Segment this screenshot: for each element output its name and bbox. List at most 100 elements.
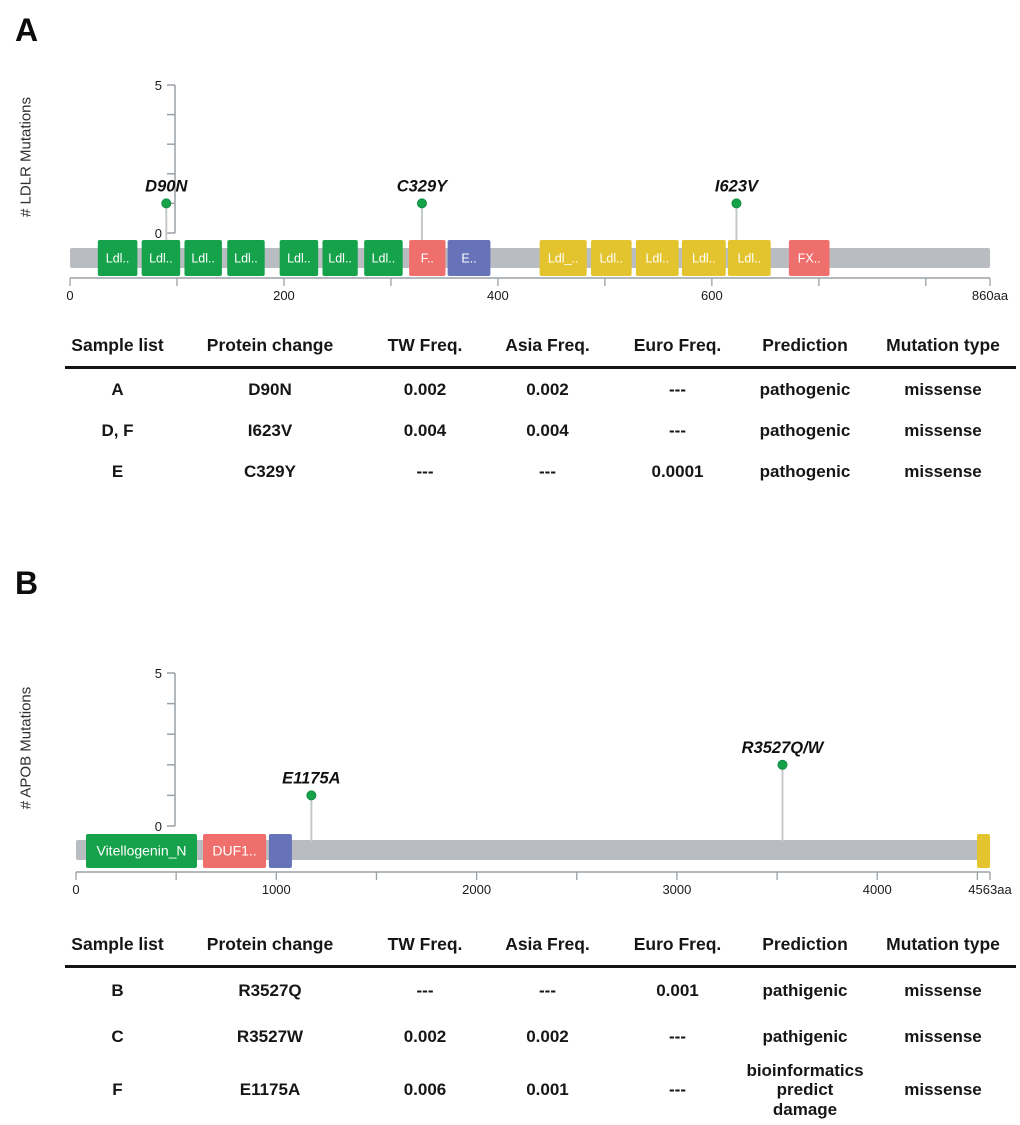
- domain-label: Ldl..: [191, 252, 215, 266]
- panel-a-letter: A: [15, 12, 39, 48]
- x-axis-tick-label: 4563aa: [968, 882, 1012, 897]
- domain-box: [141, 240, 181, 276]
- table-cell: pathigenic: [762, 981, 848, 1001]
- table-cell: R3527Q: [238, 981, 302, 1001]
- table-cell: ---: [669, 1027, 686, 1047]
- domain-box: [727, 240, 771, 276]
- domain-label: Ldl..: [692, 252, 716, 266]
- column-header: Sample list: [71, 335, 164, 356]
- x-axis-tick-label: 1000: [262, 882, 291, 897]
- domain-box: [279, 240, 319, 276]
- x-axis-tick-label: 860aa: [972, 288, 1009, 303]
- x-axis-tick-label: 3000: [662, 882, 691, 897]
- protein-backbone: [76, 840, 990, 860]
- column-header: TW Freq.: [387, 335, 463, 356]
- domain-box: [976, 834, 990, 868]
- table-cell: A: [111, 379, 124, 399]
- table-cell: pathogenic: [759, 379, 851, 399]
- mutation-label: E1175A: [282, 769, 340, 787]
- x-axis-tick-label: 400: [487, 288, 509, 303]
- domain-label: Ldl_..: [548, 252, 579, 266]
- domain-label: DUF1..: [212, 843, 256, 859]
- table-cell: 0.001: [526, 1080, 569, 1100]
- table-cell: missense: [904, 461, 982, 481]
- column-header: Asia Freq.: [505, 934, 590, 955]
- domain-box: [788, 240, 830, 276]
- domain-label: E..: [461, 252, 476, 266]
- column-header: Mutation type: [886, 934, 1000, 955]
- domain-box: [447, 240, 491, 276]
- column-header: Protein change: [206, 934, 334, 955]
- table-cell: E: [111, 461, 124, 481]
- x-axis-tick-label: 0: [72, 882, 79, 897]
- domain-label: Ldl..: [328, 252, 352, 266]
- domain-label: FX..: [798, 252, 821, 266]
- table-cell: 0.002: [403, 1027, 447, 1047]
- domain-box: [681, 240, 726, 276]
- domain-box: [364, 240, 403, 276]
- x-axis-tick-label: 4000: [863, 882, 892, 897]
- table-cell: C329Y: [244, 461, 296, 481]
- domain-label: Ldl..: [287, 252, 311, 266]
- table-cell: missense: [904, 379, 982, 399]
- x-axis-tick-label: 2000: [462, 882, 491, 897]
- table-cell: I623V: [247, 420, 293, 440]
- column-header: Euro Freq.: [633, 934, 722, 955]
- table-cell: pathigenic: [762, 1027, 848, 1047]
- table-cell: D90N: [248, 379, 292, 399]
- y-axis-max-label: 5: [155, 78, 162, 93]
- domain-label: Ldl..: [234, 252, 258, 266]
- table-cell: missense: [904, 1027, 982, 1047]
- table-cell: 0.0001: [651, 461, 704, 481]
- lollipop-dot: [161, 198, 172, 209]
- domain-label: Ldl..: [645, 252, 669, 266]
- column-header: Mutation type: [886, 335, 1000, 356]
- domain-box: [202, 834, 267, 868]
- table-cell: 0.002: [403, 379, 447, 399]
- domain-label: Vitellogenin_N: [96, 843, 186, 859]
- table-cell: 0.002: [526, 1027, 569, 1047]
- table-cell: 0.004: [403, 420, 447, 440]
- mutation-label: D90N: [145, 177, 188, 195]
- table-cell: 0.001: [656, 981, 699, 1001]
- x-axis-tick-label: 200: [273, 288, 295, 303]
- column-header: Euro Freq.: [633, 335, 722, 356]
- lollipop-dot: [306, 790, 317, 801]
- panel-b-letter: B: [15, 565, 39, 601]
- x-axis-tick-label: 600: [701, 288, 723, 303]
- domain-box: [184, 240, 222, 276]
- table-cell: C: [111, 1027, 124, 1047]
- domain-label: Ldl..: [149, 252, 173, 266]
- domain-box: [268, 834, 292, 868]
- domain-box: [322, 240, 358, 276]
- table-cell: 0.002: [526, 379, 569, 399]
- domain-label: Ldl..: [599, 252, 623, 266]
- table-cell: missense: [904, 420, 982, 440]
- table-cell: ---: [539, 981, 556, 1001]
- y-axis-min-label: 0: [155, 226, 162, 241]
- table-cell: ---: [669, 1080, 686, 1100]
- table-cell: missense: [904, 981, 982, 1001]
- domain-label: Ldl..: [106, 252, 130, 266]
- lollipop-dot: [416, 198, 427, 209]
- column-header: Asia Freq.: [505, 335, 590, 356]
- x-axis-tick-label: 0: [66, 288, 73, 303]
- table-cell: bioinformatics predict damage: [746, 1060, 864, 1119]
- table-cell: pathogenic: [759, 420, 851, 440]
- domain-label: Ldl..: [737, 252, 761, 266]
- lollipop-dot: [777, 759, 788, 770]
- domain-box: [86, 834, 197, 868]
- domain-label: F..: [421, 252, 434, 266]
- y-axis-min-label: 0: [155, 819, 162, 834]
- table-cell: ---: [669, 420, 686, 440]
- domain-box: [635, 240, 679, 276]
- mutation-label: R3527Q/W: [742, 739, 825, 757]
